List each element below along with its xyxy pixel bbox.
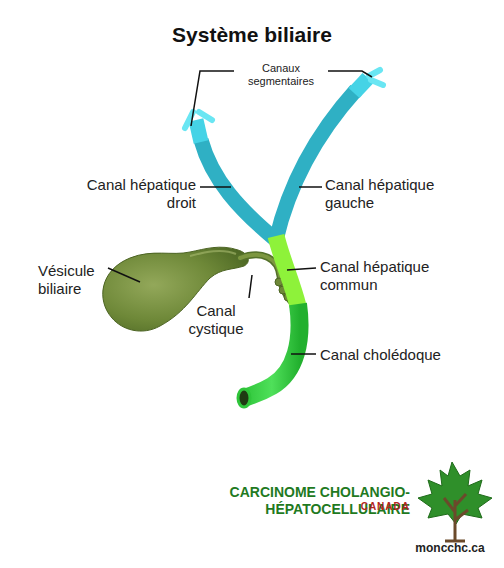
left-hepatic-duct: [276, 70, 383, 240]
leader-lines: [108, 71, 372, 354]
part-label: Canal cholédoque: [320, 346, 470, 364]
maple-tree-logo: [418, 462, 492, 541]
diagram-title: Système biliaire: [0, 22, 504, 47]
brand-url: moncchc.ca: [400, 541, 500, 555]
common-bile-duct: [238, 304, 300, 407]
brand-country: CANADA: [330, 501, 410, 513]
brand-name: CARCINOME CHOLANGIO-HÉPATOCELLULAIRE: [120, 484, 410, 518]
part-label: Canal cystique: [180, 302, 252, 338]
part-label: Vésicule biliaire: [38, 262, 110, 298]
part-label: Canal hépatique commun: [320, 258, 440, 294]
common-hepatic-duct: [276, 236, 298, 306]
part-label: Canaux segmentaires: [235, 62, 327, 88]
right-hepatic-duct: [185, 112, 276, 240]
part-label: Canal hépatique droit: [76, 176, 196, 212]
part-label: Canal hépatique gauche: [325, 176, 450, 212]
